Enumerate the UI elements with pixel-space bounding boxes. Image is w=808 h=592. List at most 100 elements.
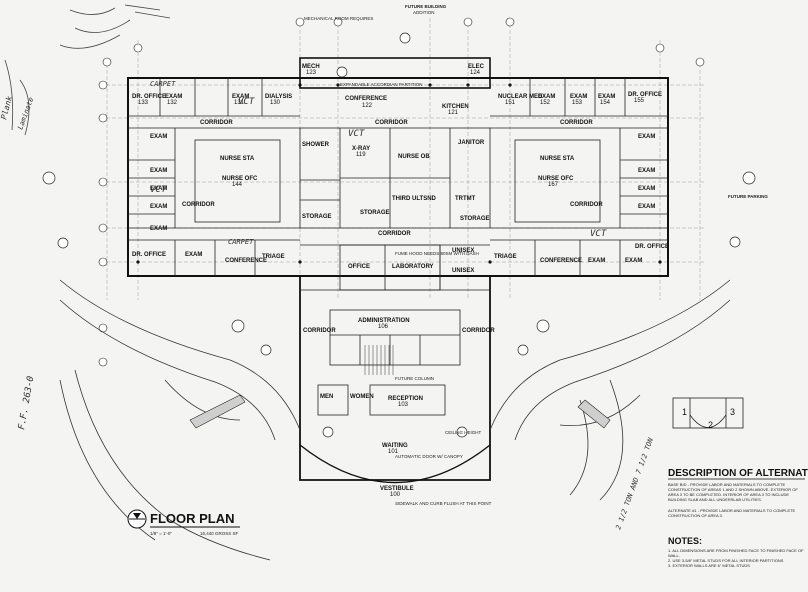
svg-text:132: 132: [167, 100, 178, 106]
svg-text:153: 153: [572, 100, 583, 106]
svg-text:FUTURE BUILDING: FUTURE BUILDING: [405, 4, 447, 9]
svg-text:3: 3: [730, 407, 735, 417]
svg-text:EXAM: EXAM: [598, 94, 615, 100]
svg-text:TRIAGE: TRIAGE: [262, 254, 285, 260]
svg-text:VESTIBULE: VESTIBULE: [380, 486, 414, 492]
svg-text:2: 2: [708, 420, 713, 430]
svg-text:123: 123: [306, 70, 317, 76]
svg-text:EXAM: EXAM: [150, 168, 167, 174]
svg-text:EXAM: EXAM: [570, 94, 587, 100]
margin-handwriting: [4, 4, 171, 136]
svg-text:LABORATORY: LABORATORY: [392, 264, 434, 270]
area-key-labels: 1 2 3: [682, 407, 735, 430]
svg-text:NUCLEAR MED: NUCLEAR MED: [498, 94, 543, 100]
svg-text:EXAM: EXAM: [232, 94, 249, 100]
svg-text:EXAM: EXAM: [625, 258, 642, 264]
svg-text:STORAGE: STORAGE: [360, 210, 390, 216]
svg-text:FUTURE PARKING: FUTURE PARKING: [728, 194, 768, 199]
alternates-title: DESCRIPTION OF ALTERNATES: [668, 468, 808, 479]
svg-text:DR. OFFICE: DR. OFFICE: [635, 244, 669, 250]
title-marker: [127, 509, 147, 529]
svg-text:1/8" = 1'-0": 1/8" = 1'-0": [150, 531, 172, 536]
svg-text:VCT: VCT: [150, 185, 167, 195]
svg-text:155: 155: [634, 98, 645, 104]
svg-text:WOMEN: WOMEN: [350, 394, 374, 400]
svg-text:FUTURE COLUMN: FUTURE COLUMN: [395, 376, 434, 381]
area-key-diagram: [672, 397, 744, 429]
svg-text:VCT: VCT: [590, 229, 607, 239]
svg-text:NURSE STA: NURSE STA: [220, 156, 255, 162]
svg-text:SHOWER: SHOWER: [302, 142, 330, 148]
svg-text:EXAM: EXAM: [150, 134, 167, 140]
plan-title: FLOOR PLAN: [150, 511, 235, 526]
svg-text:DR. OFFICE: DR. OFFICE: [132, 94, 166, 100]
svg-text:CARPET: CARPET: [150, 80, 176, 88]
svg-text:CARPET: CARPET: [228, 238, 254, 246]
svg-text:EXAM: EXAM: [638, 186, 655, 192]
base-bid-text: BASE BID - PROVIDE LABOR AND MATERIALS T…: [668, 482, 798, 502]
grid-lines: [100, 18, 705, 300]
interior-partitions: [128, 78, 668, 416]
svg-text:CORRIDOR: CORRIDOR: [375, 120, 408, 126]
svg-text:ADMINISTRATION: ADMINISTRATION: [358, 318, 410, 324]
svg-text:VCT: VCT: [348, 129, 365, 139]
room-conference-top: CONFERENCE: [345, 96, 387, 102]
svg-text:TRIAGE: TRIAGE: [494, 254, 517, 260]
svg-text:CORRIDOR: CORRIDOR: [570, 202, 603, 208]
svg-text:167: 167: [548, 182, 559, 188]
svg-text:CEILING HEIGHT: CEILING HEIGHT: [445, 430, 482, 435]
svg-text:UNISEX: UNISEX: [452, 248, 474, 254]
building-walls: [127, 57, 669, 484]
section-markers: [42, 32, 756, 438]
svg-text:154: 154: [600, 100, 611, 106]
svg-text:CONFERENCE: CONFERENCE: [540, 258, 582, 264]
svg-text:AUTOMATIC DOOR W/ CANOPY: AUTOMATIC DOOR W/ CANOPY: [395, 454, 463, 459]
svg-text:JANITOR: JANITOR: [458, 140, 485, 146]
svg-text:NURSE OB: NURSE OB: [398, 154, 430, 160]
svg-text:EXAM: EXAM: [185, 252, 202, 258]
svg-text:FUME HOOD NEEDS 80SM WITH DASH: FUME HOOD NEEDS 80SM WITH DASH: [395, 251, 479, 256]
svg-text:DIALYSIS: DIALYSIS: [265, 94, 292, 100]
svg-text:OFFICE: OFFICE: [348, 264, 370, 270]
svg-text:119: 119: [356, 152, 366, 158]
drawing-notes: MECHANICAL ROOM REQUIRES EXPANDABLE ACCO…: [304, 4, 768, 506]
svg-text:152: 152: [540, 100, 551, 106]
curved-drives: [59, 279, 731, 561]
svg-text:EXPANDABLE ACCORDIAN PARTITION: EXPANDABLE ACCORDIAN PARTITION: [340, 82, 423, 87]
plan-title-block: FLOOR PLAN 1/8" = 1'-0" 16,440 GROSS SF: [150, 511, 240, 536]
svg-text:EXAM: EXAM: [150, 204, 167, 210]
svg-text:UNISEX: UNISEX: [452, 268, 474, 274]
svg-text:121: 121: [448, 110, 459, 116]
svg-text:SIDEWALK AND CURB FLUSH AT THI: SIDEWALK AND CURB FLUSH AT THIS POINT: [395, 501, 492, 506]
svg-text:ELEC: ELEC: [468, 64, 485, 70]
svg-text:DR. OFFICE: DR. OFFICE: [628, 92, 662, 98]
svg-text:122: 122: [362, 103, 373, 109]
svg-text:KITCHEN: KITCHEN: [442, 104, 469, 110]
svg-text:EXAM: EXAM: [638, 134, 655, 140]
svg-text:EXAM: EXAM: [150, 186, 167, 192]
svg-text:100: 100: [390, 492, 401, 498]
stair-hatch: [364, 345, 394, 375]
svg-text:106: 106: [378, 324, 389, 330]
svg-text:130: 130: [270, 100, 281, 106]
note-1: 1. ALL DIMENSIONS ARE FROM FINISHED FACE…: [668, 548, 804, 558]
svg-text:16,440 GROSS SF: 16,440 GROSS SF: [200, 531, 239, 536]
grid-bubbles: [98, 17, 705, 367]
notes-section: NOTES: 1. ALL DIMENSIONS ARE FROM FINISH…: [668, 536, 804, 568]
svg-text:DR. OFFICE: DR. OFFICE: [132, 252, 166, 258]
svg-text:MEN: MEN: [320, 394, 333, 400]
svg-text:MECHANICAL ROOM REQUIRES: MECHANICAL ROOM REQUIRES: [304, 16, 373, 21]
note-2: 2. USE 3-5/8" METAL STUDS FOR ALL INTERI…: [668, 558, 784, 563]
svg-text:STORAGE: STORAGE: [302, 214, 332, 220]
svg-text:EXAM: EXAM: [538, 94, 555, 100]
svg-text:101: 101: [388, 449, 399, 455]
svg-text:ADDITION: ADDITION: [413, 10, 435, 15]
svg-text:THIRD ULTSND: THIRD ULTSND: [392, 196, 437, 202]
column-markers: [136, 83, 662, 264]
svg-text:CORRIDOR: CORRIDOR: [182, 202, 215, 208]
svg-text:STORAGE: STORAGE: [460, 216, 490, 222]
notes-title: NOTES:: [668, 536, 702, 546]
svg-text:X-RAY: X-RAY: [352, 146, 370, 152]
